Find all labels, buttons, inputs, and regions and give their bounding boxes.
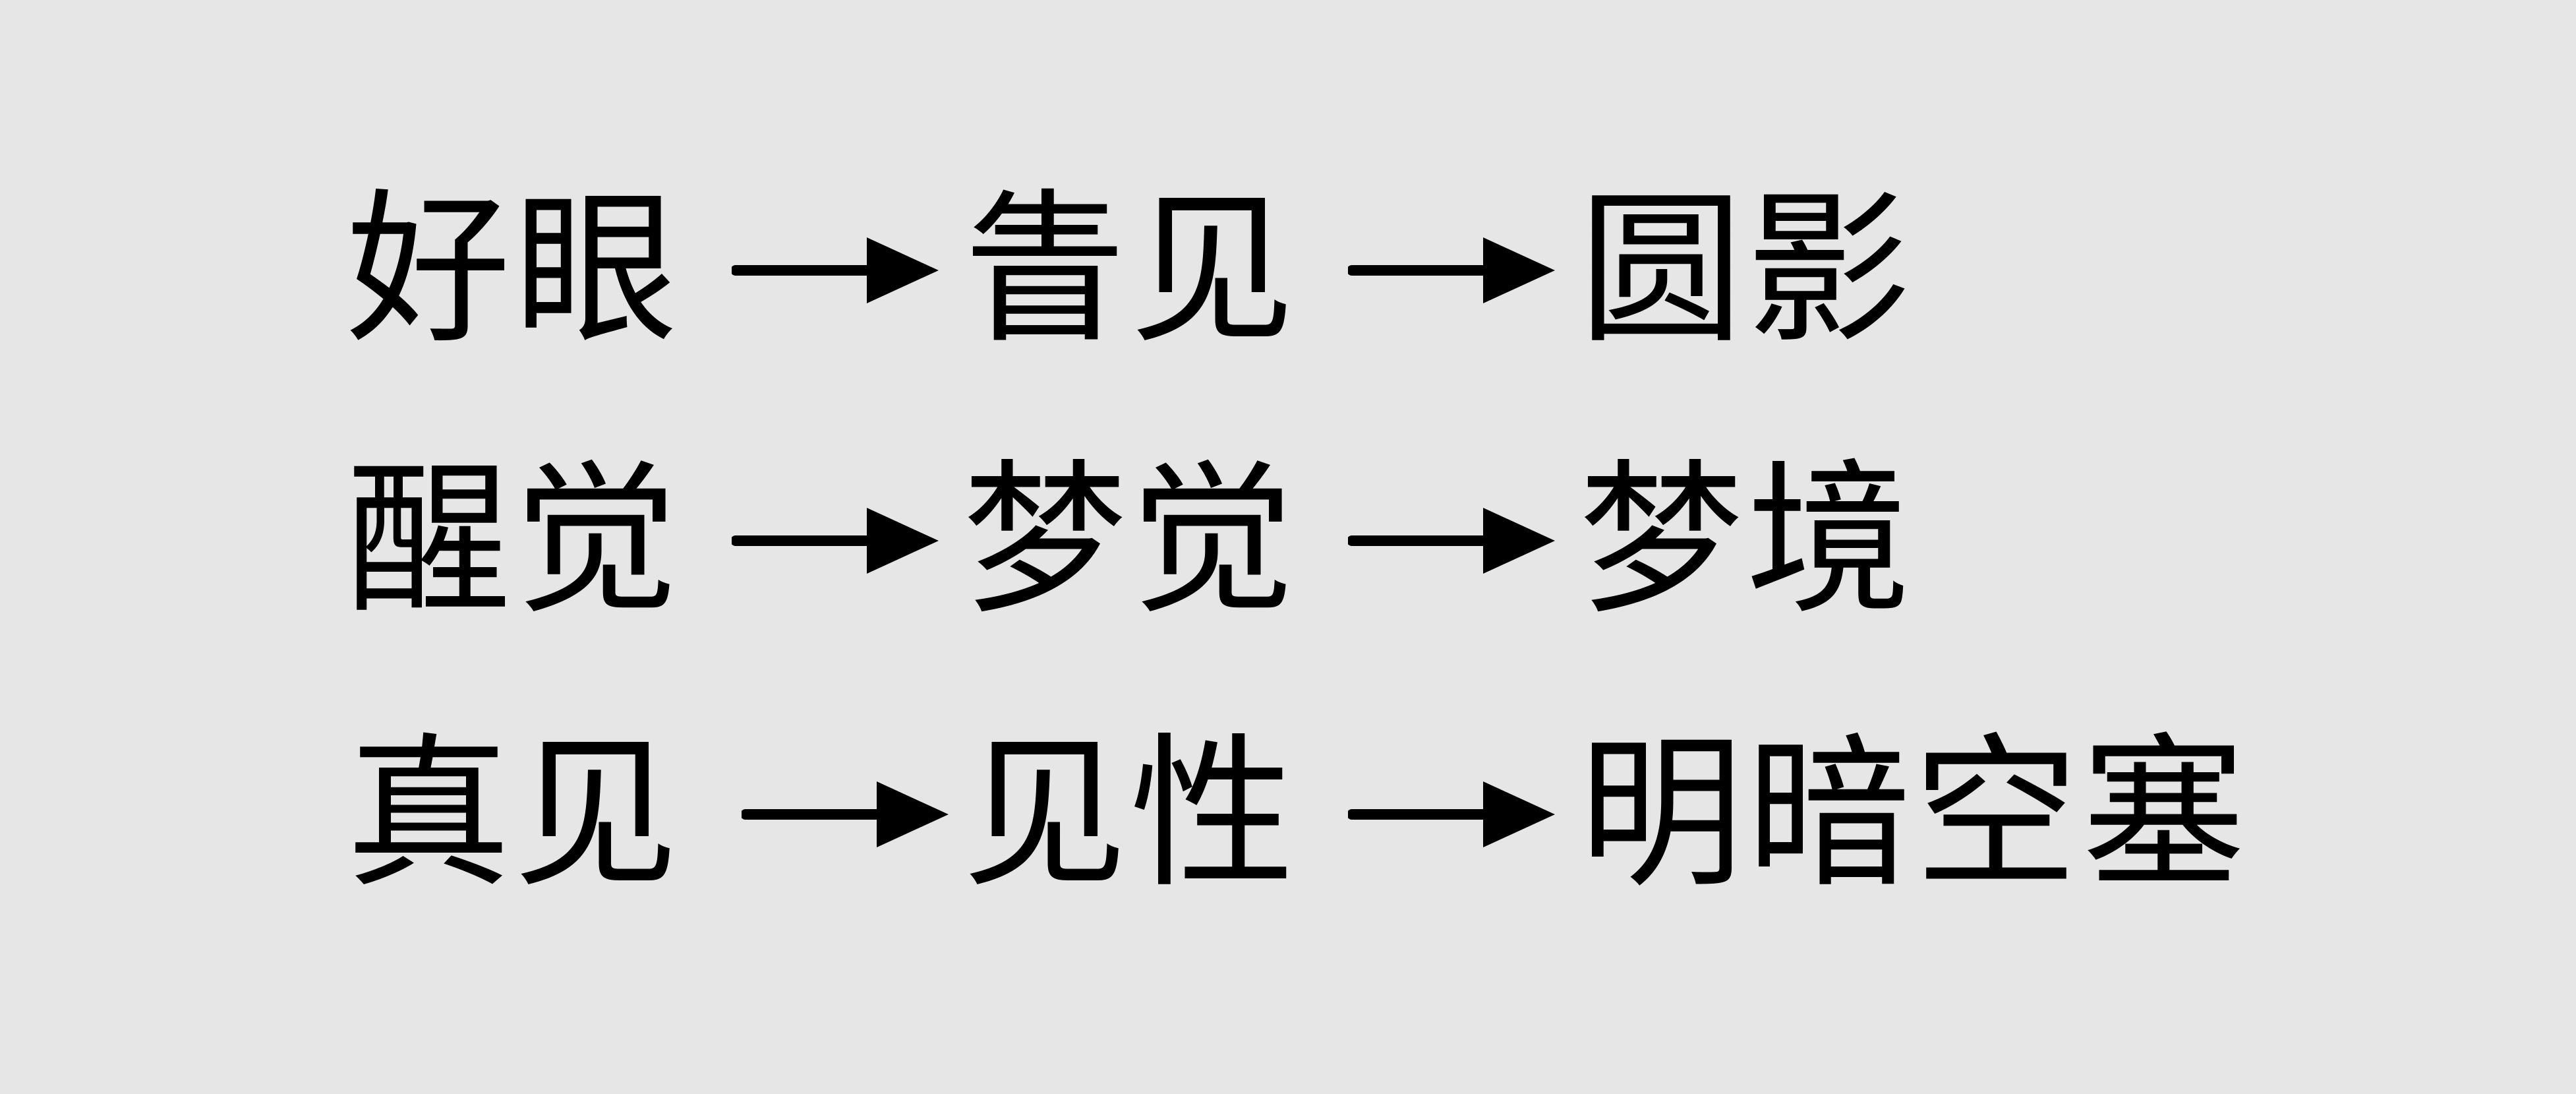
right-arrow-icon [1348,231,1559,310]
progression-row-3: 真见 见性 明暗空塞 [0,715,2576,913]
right-arrow-icon [732,501,943,580]
term-3-3: 明暗空塞 [1579,718,2248,910]
term-1-2: 眚见 [962,174,1297,366]
right-arrow-icon [742,775,952,854]
right-arrow-icon [1348,501,1559,580]
right-arrow-icon [732,231,943,310]
term-1-3: 圆影 [1579,174,1914,366]
progression-row-2: 醒觉 梦觉 梦境 [0,442,2576,640]
term-3-1: 真见 [346,718,681,910]
right-arrow-icon [1348,775,1559,854]
term-2-2: 梦觉 [962,444,1297,636]
term-2-3: 梦境 [1579,444,1914,636]
term-2-1: 醒觉 [346,444,681,636]
term-1-1: 好眼 [346,174,681,366]
term-3-2: 见性 [962,718,1297,910]
progression-row-1: 好眼 眚见 圆影 [0,171,2576,369]
